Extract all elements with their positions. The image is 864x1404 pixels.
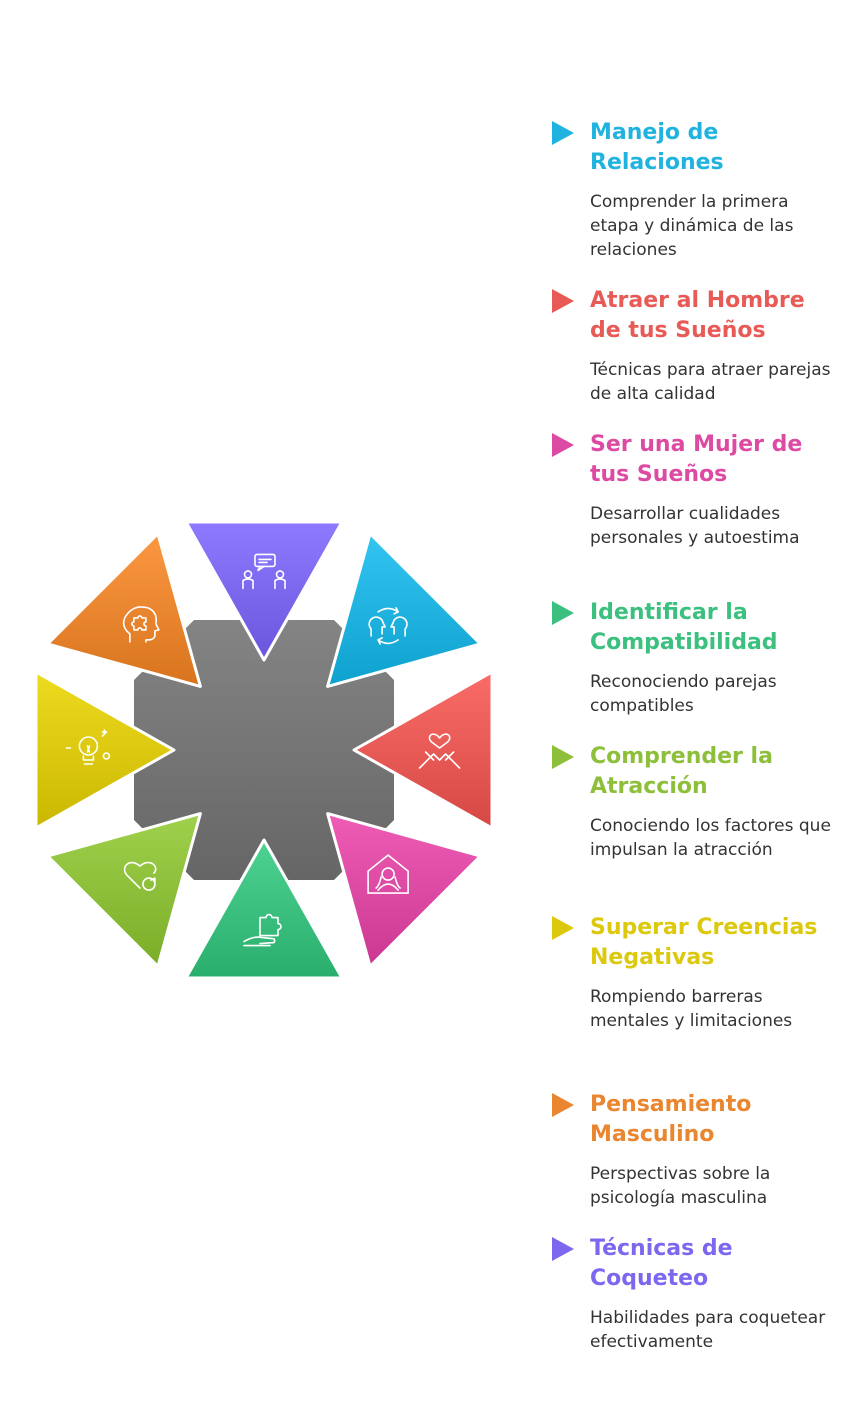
item-description: Comprender la primera etapa y dinámica d… <box>590 192 794 260</box>
segment-triangle-sky <box>326 532 482 688</box>
item-title: Comprender la Atracción <box>590 744 773 799</box>
head-puzzle-icon <box>122 606 160 643</box>
item-title: Pensamiento Masculino <box>590 1092 752 1147</box>
item-title: Identificar la Compatibilidad <box>590 600 778 655</box>
item-description: Técnicas para atraer parejas de alta cal… <box>590 360 831 404</box>
triangle-marker-icon <box>552 745 574 769</box>
segmented-octagon-diagram <box>34 520 494 980</box>
segment-triangle-lime <box>46 812 202 968</box>
legend-item-mujer: Ser una Mujer de tus Sueños Desarrollar … <box>552 430 842 550</box>
segment-triangle-purple <box>184 520 344 662</box>
triangle-marker-icon <box>552 601 574 625</box>
item-title: Superar Creencias Negativas <box>590 915 818 970</box>
item-description: Rompiendo barreras mentales y limitacion… <box>590 987 793 1031</box>
legend-item-atraer: Atraer al Hombre de tus Sueños Técnicas … <box>552 286 842 406</box>
item-description: Reconociendo parejas compatibles <box>590 672 777 716</box>
legend-item-compatibilidad: Identificar la Compatibilidad Reconocien… <box>552 598 842 718</box>
triangle-marker-icon <box>552 1237 574 1261</box>
item-title: Técnicas de Coqueteo <box>590 1236 733 1291</box>
segment-triangle-orange <box>46 532 202 688</box>
legend-item-coqueteo: Técnicas de Coqueteo Habilidades para co… <box>552 1234 842 1354</box>
hand-puzzle-icon <box>243 913 282 947</box>
legend-item-atraccion: Comprender la Atracción Conociendo los f… <box>552 742 842 862</box>
hands-heart-icon <box>418 733 461 769</box>
item-description: Conociendo los factores que impulsan la … <box>590 816 831 860</box>
segment-triangle-yellow <box>34 670 176 830</box>
triangle-marker-icon <box>552 289 574 313</box>
item-description: Habilidades para coquetear efectivamente <box>590 1308 826 1352</box>
item-description: Desarrollar cualidades personales y auto… <box>590 504 800 548</box>
two-heads-cycle-icon <box>368 607 408 645</box>
segment-triangle-green <box>184 838 344 980</box>
item-description: Perspectivas sobre la psicología masculi… <box>590 1164 771 1208</box>
segment-triangle-red <box>352 670 494 830</box>
item-title: Atraer al Hombre de tus Sueños <box>590 288 805 343</box>
lightbulb-idea-icon <box>65 729 111 765</box>
legend-item-pensamiento: Pensamiento Masculino Perspectivas sobre… <box>552 1090 842 1210</box>
legend-item-manejo: Manejo de Relaciones Comprender la prime… <box>552 118 842 262</box>
woman-portrait-icon <box>367 854 409 894</box>
legend-item-creencias: Superar Creencias Negativas Rompiendo ba… <box>552 913 842 1033</box>
triangle-marker-icon <box>552 1093 574 1117</box>
segment-triangle-pink <box>326 812 482 968</box>
heart-refresh-icon <box>123 861 157 891</box>
triangle-marker-icon <box>552 433 574 457</box>
triangle-marker-icon <box>552 121 574 145</box>
item-title: Manejo de Relaciones <box>590 120 724 175</box>
triangle-marker-icon <box>552 916 574 940</box>
people-chat-icon <box>242 553 286 590</box>
item-title: Ser una Mujer de tus Sueños <box>590 432 803 487</box>
